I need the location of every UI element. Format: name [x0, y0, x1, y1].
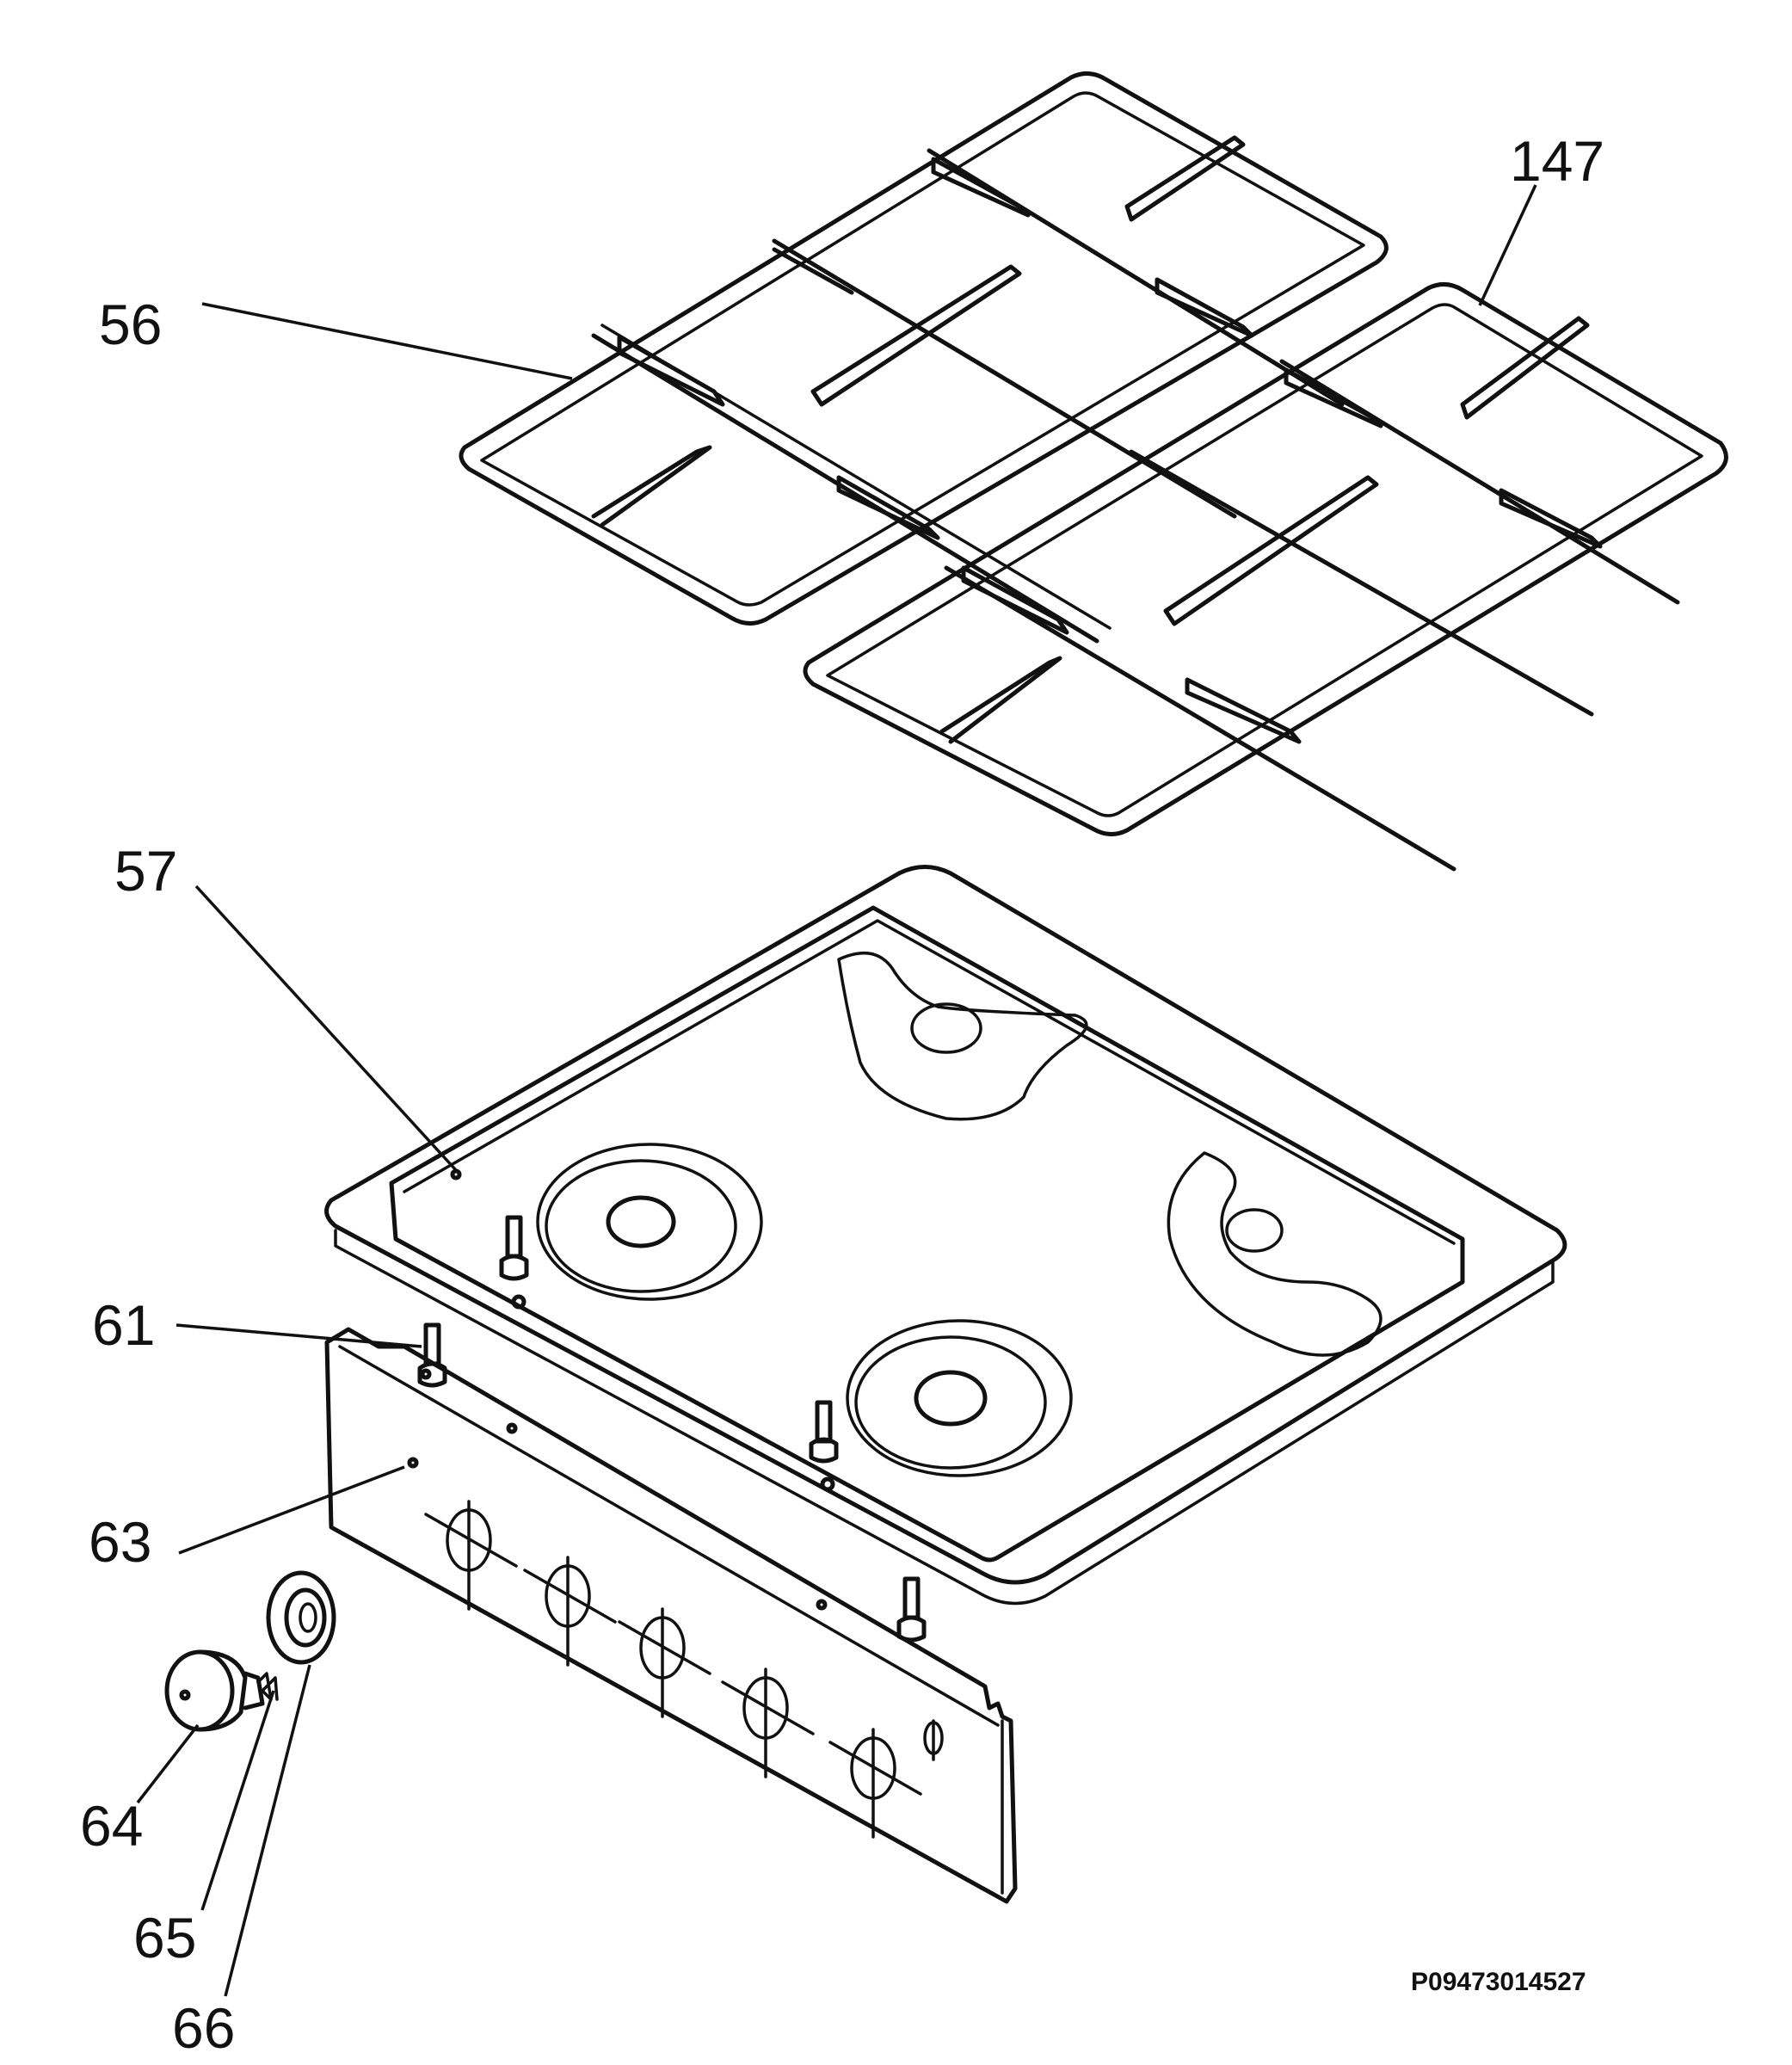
callout-56: 56	[99, 293, 162, 356]
pan-support-left	[459, 71, 1389, 644]
hob-top-plate	[324, 865, 1567, 1606]
callout-labels: 56 147 57 61 63 64 65 66 P09473014527	[80, 129, 1604, 2060]
callout-61: 61	[92, 1293, 155, 1357]
control-panel	[324, 1327, 1018, 1904]
drawing-code: P09473014527	[1411, 1968, 1586, 1996]
pan-support-right	[803, 282, 1728, 872]
callout-65: 65	[133, 1906, 196, 1969]
callout-66: 66	[172, 1996, 235, 2060]
control-knob-assembly	[164, 1570, 336, 1732]
callout-64: 64	[80, 1794, 143, 1858]
callout-147: 147	[1510, 129, 1604, 193]
leader-lines	[136, 184, 1537, 1997]
callout-63: 63	[89, 1510, 151, 1574]
callout-57: 57	[114, 839, 177, 903]
